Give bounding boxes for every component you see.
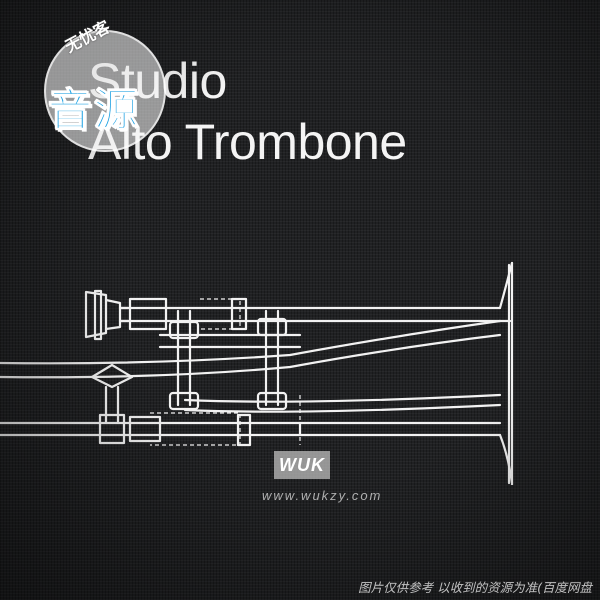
footer-disclaimer: 图片仅供参考 以收到的资源为准(百度网盘 [358, 580, 592, 595]
badge-big-text: 音源 [48, 85, 140, 137]
badge-circle [44, 30, 166, 152]
watermark-badge: 无忧客 音源 [44, 17, 166, 152]
wuk-url: www.wukzy.com [262, 488, 383, 503]
wuk-logo: WUK [274, 451, 330, 479]
trombone-icon [0, 261, 514, 485]
